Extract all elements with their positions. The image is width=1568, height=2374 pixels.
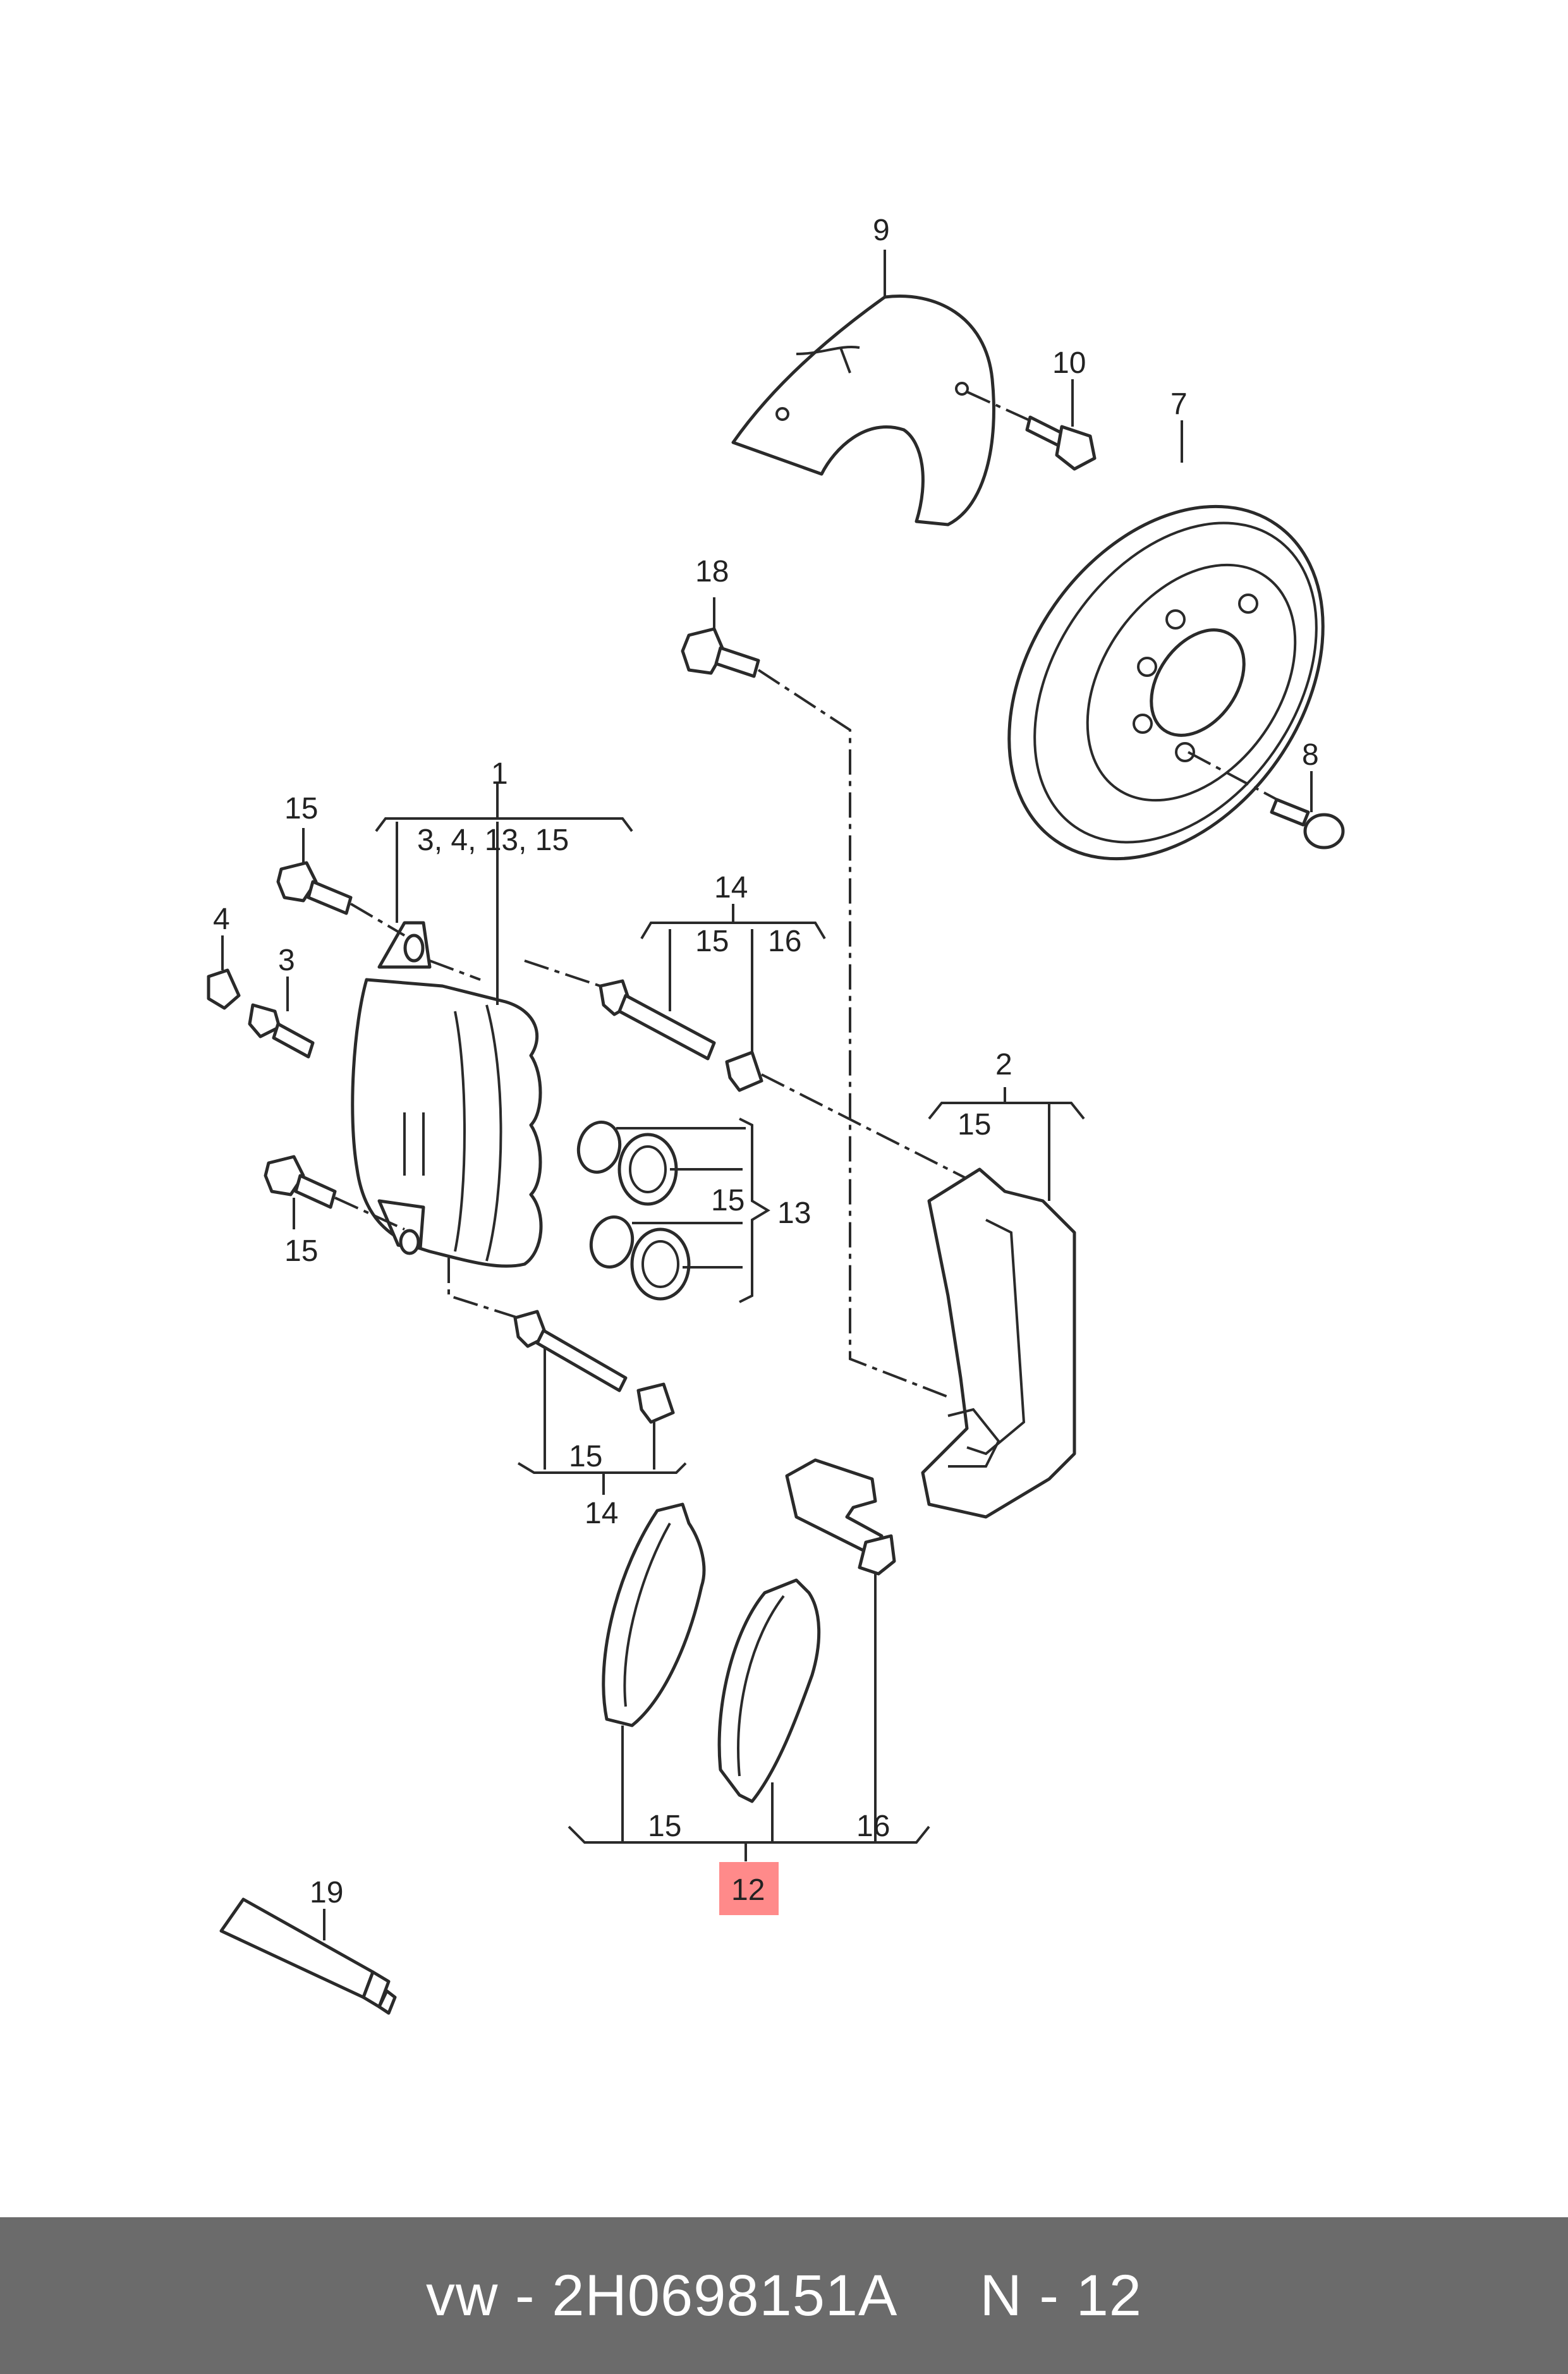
bolt-8 <box>1188 751 1345 849</box>
pad-retaining-springs <box>785 1458 896 1842</box>
caliper-bolt-top <box>276 828 406 937</box>
callout-2-15: 15 <box>957 1108 991 1141</box>
callout-13: 13 <box>777 1196 811 1230</box>
part-number-footer: vw - 2H0698151A N - 12 <box>0 2217 1568 2374</box>
piston-kit <box>576 1117 770 1303</box>
callout-7: 7 <box>1170 387 1188 421</box>
callout-12-15: 15 <box>648 1810 681 1843</box>
brake-disc <box>1007 420 1325 861</box>
callout-3: 3 <box>278 944 295 977</box>
bolt-10 <box>966 379 1097 471</box>
pad-bracket-12 <box>568 1825 930 1844</box>
caliper-carrier <box>921 1087 1085 1519</box>
grease-tube <box>219 1897 397 2015</box>
callout-14-top-15: 15 <box>695 925 729 958</box>
brake-pad-inner <box>602 1502 706 1842</box>
highlight-box-12 <box>719 1862 779 1915</box>
callout-14-top-16: 16 <box>768 925 801 958</box>
callout-13-15: 15 <box>711 1184 744 1217</box>
callout-19: 19 <box>310 1876 343 1909</box>
callout-1: 1 <box>491 757 508 791</box>
callout-12-16: 16 <box>856 1810 890 1843</box>
callout-18: 18 <box>695 555 729 588</box>
callout-14-bottom: 14 <box>585 1497 618 1530</box>
callout-10: 10 <box>1052 346 1086 380</box>
bolt-18 <box>681 597 949 1398</box>
callout-14-top: 14 <box>714 871 748 904</box>
footer-separator: - <box>498 2263 552 2328</box>
callout-15-bolt-bottom: 15 <box>284 1234 318 1268</box>
bleeder-screw-3 <box>248 977 315 1059</box>
callout-14-bottom-15: 15 <box>569 1440 602 1473</box>
splash-shield <box>731 250 995 527</box>
callout-8: 8 <box>1302 738 1319 772</box>
callout-12: 12 <box>731 1873 765 1907</box>
guide-pin-set-bottom <box>447 1258 687 1495</box>
callout-2: 2 <box>995 1048 1012 1081</box>
guide-pin-set-top <box>429 904 987 1190</box>
brake-pad-outer <box>717 1578 821 1842</box>
footer-brand: vw <box>426 2263 499 2328</box>
callout-9: 9 <box>873 214 890 247</box>
callout-4: 4 <box>213 903 230 936</box>
footer-position: N - 12 <box>980 2263 1142 2328</box>
dust-cap-4 <box>207 935 241 1010</box>
caliper-bolt-bottom <box>264 1155 405 1231</box>
exploded-brake-diagram: 9 10 7 18 8 1 3, 4, 13, 15 15 4 3 14 15 … <box>207 214 1345 2015</box>
callout-1-subparts: 3, 4, 13, 15 <box>417 824 569 857</box>
callout-15-bolt-top: 15 <box>284 792 318 825</box>
caliper-housing <box>351 784 633 1268</box>
footer-part-number: 2H0698151A <box>552 2263 898 2328</box>
